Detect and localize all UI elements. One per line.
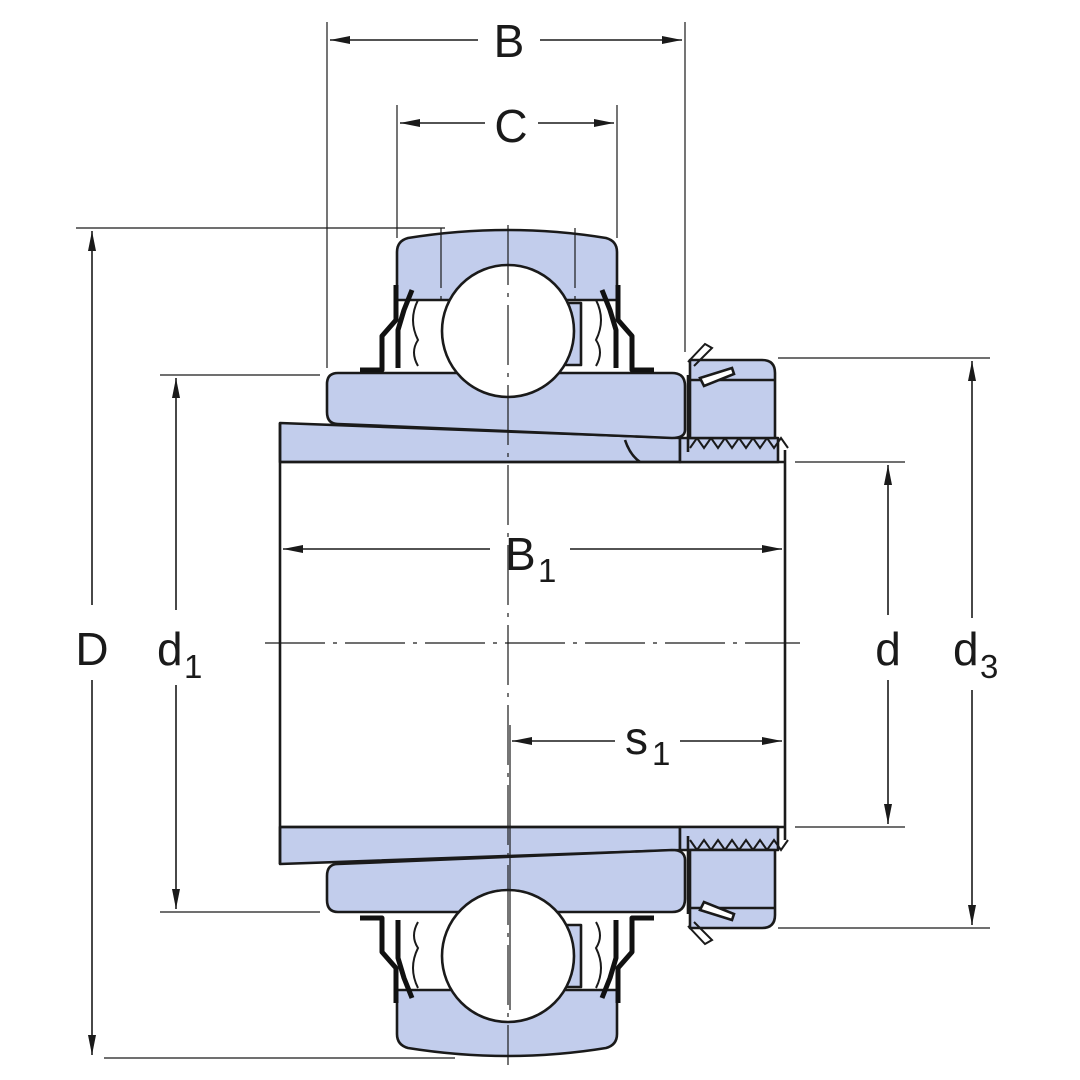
- label-d3-sub: 3: [980, 648, 998, 685]
- lock-nut-upper: [686, 342, 777, 452]
- inner-ring-upper: [325, 371, 687, 440]
- label-s1-sub: 1: [652, 735, 670, 772]
- label-D: D: [75, 623, 108, 675]
- seal-right-upper: [594, 285, 654, 373]
- label-B1-sub: 1: [538, 552, 556, 589]
- label-d3-main: d: [953, 623, 979, 675]
- extension-lines: [76, 22, 990, 1059]
- label-s1: s 1: [625, 712, 670, 772]
- label-B1-main: B: [505, 528, 536, 580]
- seal-left-lower: [360, 915, 420, 1003]
- seal-left-upper: [360, 285, 420, 373]
- label-d: d: [875, 623, 901, 675]
- label-B1: B 1: [505, 528, 556, 589]
- label-C: C: [494, 100, 527, 152]
- seal-right-lower: [594, 915, 654, 1003]
- label-d1-main: d: [157, 623, 183, 675]
- label-s1-main: s: [625, 712, 648, 764]
- inner-ring-lower: [325, 848, 687, 914]
- sleeve-edge-arc: [623, 439, 641, 464]
- label-d3: d 3: [953, 623, 998, 685]
- lock-nut-lower: [686, 836, 777, 946]
- label-d1-sub: 1: [184, 648, 202, 685]
- label-d1: d 1: [157, 623, 202, 685]
- label-B: B: [494, 15, 525, 67]
